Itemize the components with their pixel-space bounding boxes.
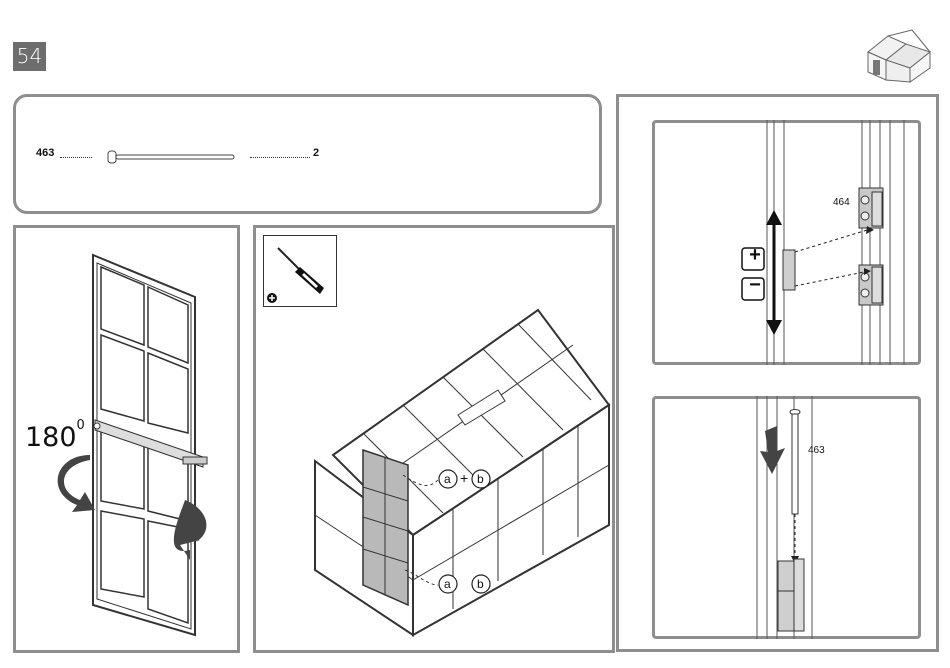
pin-insert-illustration <box>652 396 921 639</box>
greenhouse-illustration <box>253 225 615 653</box>
part-code: 463 <box>36 147 54 159</box>
rotation-unit: 0 <box>77 418 85 433</box>
pin-part-icon <box>108 150 238 164</box>
callout-a-top-label: a <box>444 472 451 486</box>
rotation-label: 1800 <box>25 422 85 453</box>
callout-plus: + <box>460 470 468 486</box>
plus-label: + <box>744 244 766 266</box>
pin-part-code: 463 <box>808 445 825 456</box>
rotate-arrow-icon <box>50 450 220 560</box>
callout-a-bottom-label: a <box>444 577 451 591</box>
hinge-part-code: 464 <box>833 197 850 208</box>
minus-label: − <box>744 274 766 296</box>
part-quantity: 2 <box>313 147 319 159</box>
leader-dots <box>250 157 310 158</box>
leader-dots <box>60 157 92 158</box>
callout-b-bottom-label: b <box>477 577 484 591</box>
hinge-detail-illustration <box>652 120 921 365</box>
rotation-value: 180 <box>25 422 77 453</box>
callout-b-top-label: b <box>477 472 484 486</box>
greenhouse-thumbnail-icon <box>862 22 934 84</box>
parts-panel <box>13 94 602 214</box>
page-number: 54 <box>13 42 46 71</box>
